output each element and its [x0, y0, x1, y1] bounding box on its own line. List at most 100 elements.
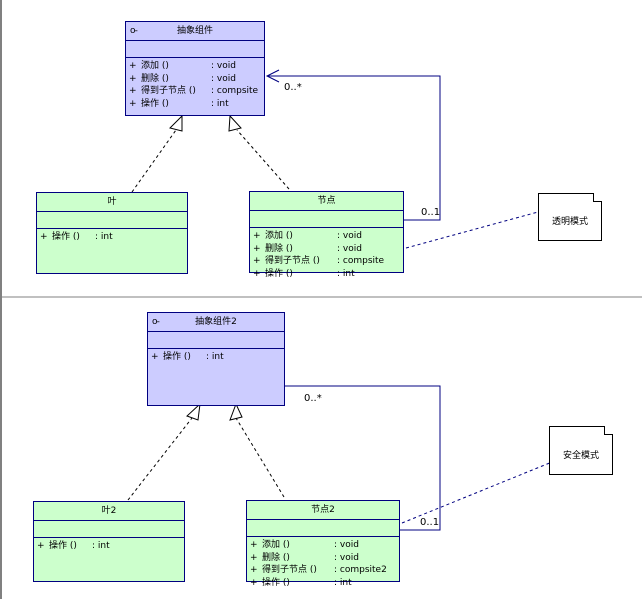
- class-leaf[interactable]: 叶 + 操作 () : int: [36, 192, 188, 274]
- note-transparent[interactable]: 透明模式: [538, 193, 602, 241]
- key-icon: o-: [130, 26, 138, 36]
- return-type: : void: [211, 73, 236, 84]
- attributes-section: [247, 520, 399, 537]
- visibility: +: [250, 565, 258, 575]
- operation-row: + 操作 () : int: [247, 577, 399, 590]
- attributes-section: [126, 41, 264, 58]
- class-name: 叶2: [101, 506, 117, 516]
- class-node-2[interactable]: 节点2 +添加 (): void + 删除 () : void + 得到子节点 ():…: [246, 500, 400, 588]
- class-leaf-2[interactable]: 叶2 +操作 (): int: [33, 501, 185, 582]
- class-name: 抽象组件2: [195, 317, 237, 327]
- note-fold-icon: [604, 426, 613, 435]
- generalization-arrowhead-node-1: [228, 114, 242, 132]
- class-abstract-component[interactable]: o- 抽象组件 + 添加 () : void + 删除 () : void +得到子节点…: [125, 21, 265, 116]
- visibility: +: [40, 232, 48, 242]
- multiplicity-component: 0..*: [284, 82, 302, 93]
- operation-name: 添加 (): [265, 231, 293, 241]
- multiplicity-node: 0..1: [421, 207, 441, 218]
- operation-name: 操作 (): [262, 577, 290, 588]
- visibility: +: [250, 577, 258, 588]
- return-type: : void: [211, 61, 236, 71]
- operation-row: +操作 (): int: [34, 540, 184, 553]
- class-name: 节点2: [311, 505, 335, 515]
- visibility: +: [129, 98, 137, 109]
- operation-row: + 添加 () : void: [250, 230, 403, 243]
- class-title: 叶2: [34, 502, 184, 521]
- operations-section: +添加 (): void + 删除 () : void + 得到子节点 () : com…: [247, 537, 399, 589]
- operations-section: + 添加 () : void + 删除 () : void +得到子节点 (): com…: [126, 58, 264, 110]
- visibility: +: [151, 352, 159, 362]
- generalization-node-2: [235, 417, 285, 498]
- visibility: +: [37, 541, 45, 551]
- operation-row: +得到子节点 (): compsite: [126, 85, 264, 98]
- return-type: : compsite: [337, 256, 385, 266]
- return-type: : int: [334, 577, 352, 588]
- operation-row: + 得到子节点 () : compsite2: [247, 564, 399, 577]
- operation-row: +操作 (): int: [148, 351, 284, 364]
- visibility: +: [129, 86, 137, 96]
- operation-name: 操作 (): [52, 232, 80, 242]
- class-title: 节点2: [247, 501, 399, 520]
- operation-row: + 添加 () : void: [126, 60, 264, 73]
- return-type: : int: [95, 232, 113, 242]
- attributes-section: [250, 211, 403, 228]
- operation-name: 得到子节点 (): [265, 256, 320, 266]
- generalization-leaf-1: [131, 129, 177, 193]
- return-type: : void: [337, 231, 362, 241]
- visibility: +: [253, 243, 261, 254]
- note-text: 透明模式: [551, 217, 588, 227]
- visibility: +: [250, 552, 258, 563]
- operation-name: 操作 (): [141, 98, 169, 109]
- operation-row: + 操作 () : int: [126, 98, 264, 111]
- generalization-arrowhead-leaf-1: [169, 114, 183, 132]
- visibility: +: [129, 61, 137, 71]
- operations-section: +操作 (): int: [34, 538, 184, 553]
- visibility: +: [253, 256, 261, 266]
- visibility: +: [253, 231, 261, 241]
- note-link-2: [401, 461, 553, 524]
- return-type: : void: [337, 243, 362, 254]
- visibility: +: [250, 540, 258, 550]
- return-type: : compsite2: [334, 565, 387, 575]
- generalization-node-1: [236, 129, 290, 190]
- note-link-1: [405, 211, 539, 249]
- return-type: : int: [337, 268, 355, 279]
- note-text: 安全模式: [562, 451, 599, 461]
- operation-name: 删除 (): [265, 243, 293, 254]
- return-type: : int: [211, 98, 229, 109]
- operation-row: + 得到子节点 () : compsite: [250, 255, 403, 268]
- operation-row: +添加 (): void: [247, 539, 399, 552]
- generalization-arrowhead-node-2: [229, 402, 243, 421]
- operation-row: + 删除 () : void: [250, 243, 403, 256]
- attributes-section: [34, 521, 184, 538]
- note-safe[interactable]: 安全模式: [549, 426, 613, 475]
- aggregation-arrowhead-1: [265, 69, 280, 83]
- class-title: o- 抽象组件: [126, 22, 264, 41]
- class-name: 节点: [317, 196, 336, 206]
- class-name: 叶: [107, 197, 117, 207]
- class-node[interactable]: 节点 + 添加 () : void + 删除 () : void + 得到子节点 () : …: [249, 191, 404, 279]
- operation-row: +删除 (): void: [247, 552, 399, 565]
- operation-name: 操作 (): [49, 541, 77, 551]
- visibility: +: [129, 73, 137, 84]
- class-abstract-component-2[interactable]: o- 抽象组件2 +操作 (): int: [147, 312, 285, 406]
- return-type: : compsite: [211, 86, 259, 96]
- operation-name: 添加 (): [141, 61, 169, 71]
- operation-name: 删除 (): [141, 73, 169, 84]
- operation-name: 删除 (): [262, 552, 290, 563]
- return-type: : void: [334, 540, 359, 550]
- operation-name: 得到子节点 (): [262, 565, 317, 575]
- return-type: : int: [206, 352, 224, 362]
- operations-section: + 添加 () : void + 删除 () : void + 得到子节点 () : com…: [250, 228, 403, 280]
- key-icon: o-: [152, 317, 160, 327]
- operations-section: +操作 (): int: [148, 349, 284, 364]
- multiplicity-node-2: 0..1: [420, 517, 440, 528]
- operation-row: + 操作 () : int: [37, 231, 187, 244]
- multiplicity-component-2: 0..*: [304, 393, 322, 404]
- attributes-section: [148, 332, 284, 349]
- class-name: 抽象组件: [176, 26, 213, 36]
- generalization-arrowhead-leaf-2: [186, 402, 201, 421]
- note-fold-icon: [593, 193, 602, 202]
